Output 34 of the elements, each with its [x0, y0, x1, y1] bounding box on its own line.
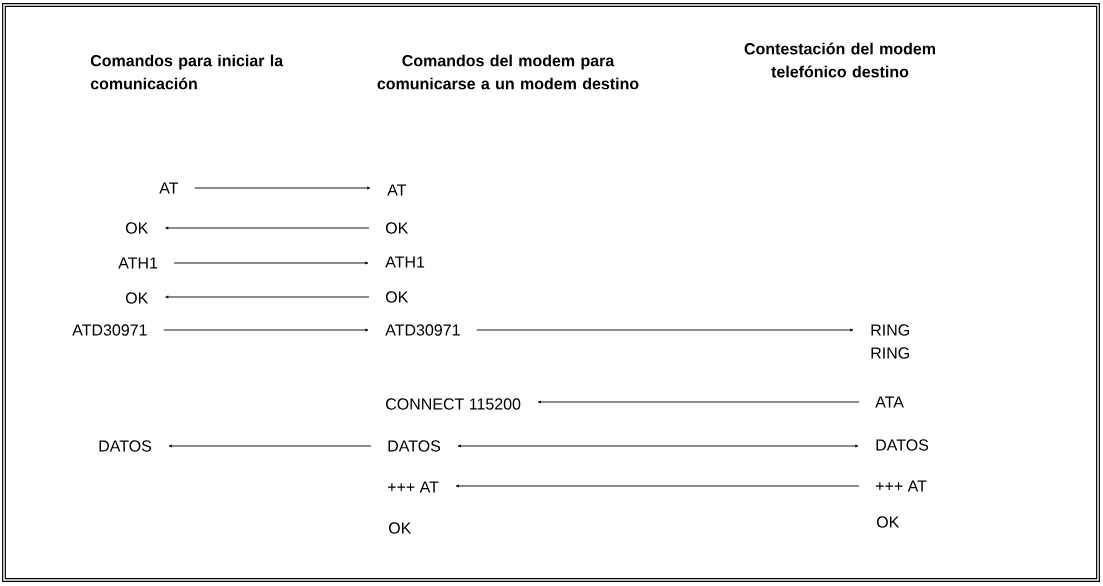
command-text: OK	[385, 291, 409, 303]
command-text: DATOS	[99, 440, 152, 452]
command-text: DATOS	[388, 440, 441, 452]
column-heading: Comandos del modem para comunicarse a un modem destino	[377, 54, 639, 90]
arrow	[165, 226, 370, 230]
command-text: OK	[125, 292, 149, 304]
command-text: AT	[159, 182, 179, 194]
command-text: ATH1	[118, 257, 158, 269]
command-text: CONNECT 115200	[386, 398, 521, 410]
command-text: DATOS	[876, 439, 929, 451]
command-text: RING	[871, 347, 909, 359]
arrow	[455, 484, 860, 488]
command-text: +++ AT	[388, 481, 439, 493]
arrow	[476, 328, 854, 332]
command-text: ATA	[875, 396, 904, 408]
command-text: RING	[871, 324, 909, 336]
arrow	[194, 186, 371, 190]
command-text: +++ AT	[876, 480, 927, 492]
command-text: ATD30971	[72, 324, 147, 336]
column-heading: Contestación del modem telefónico destino	[744, 42, 935, 78]
column-heading: Comandos para iniciar la comunicación	[90, 54, 284, 90]
arrow	[457, 444, 859, 448]
command-text: ATH1	[385, 256, 425, 268]
command-text: ATD30971	[385, 324, 460, 336]
command-text: OK	[876, 516, 900, 528]
command-text: OK	[388, 522, 412, 534]
arrow	[163, 328, 369, 332]
command-text: AT	[387, 184, 407, 196]
arrow	[173, 261, 369, 265]
arrow	[168, 444, 372, 448]
arrow	[537, 400, 860, 404]
command-text: OK	[125, 222, 149, 234]
command-text: OK	[385, 222, 409, 234]
arrow	[165, 295, 370, 299]
